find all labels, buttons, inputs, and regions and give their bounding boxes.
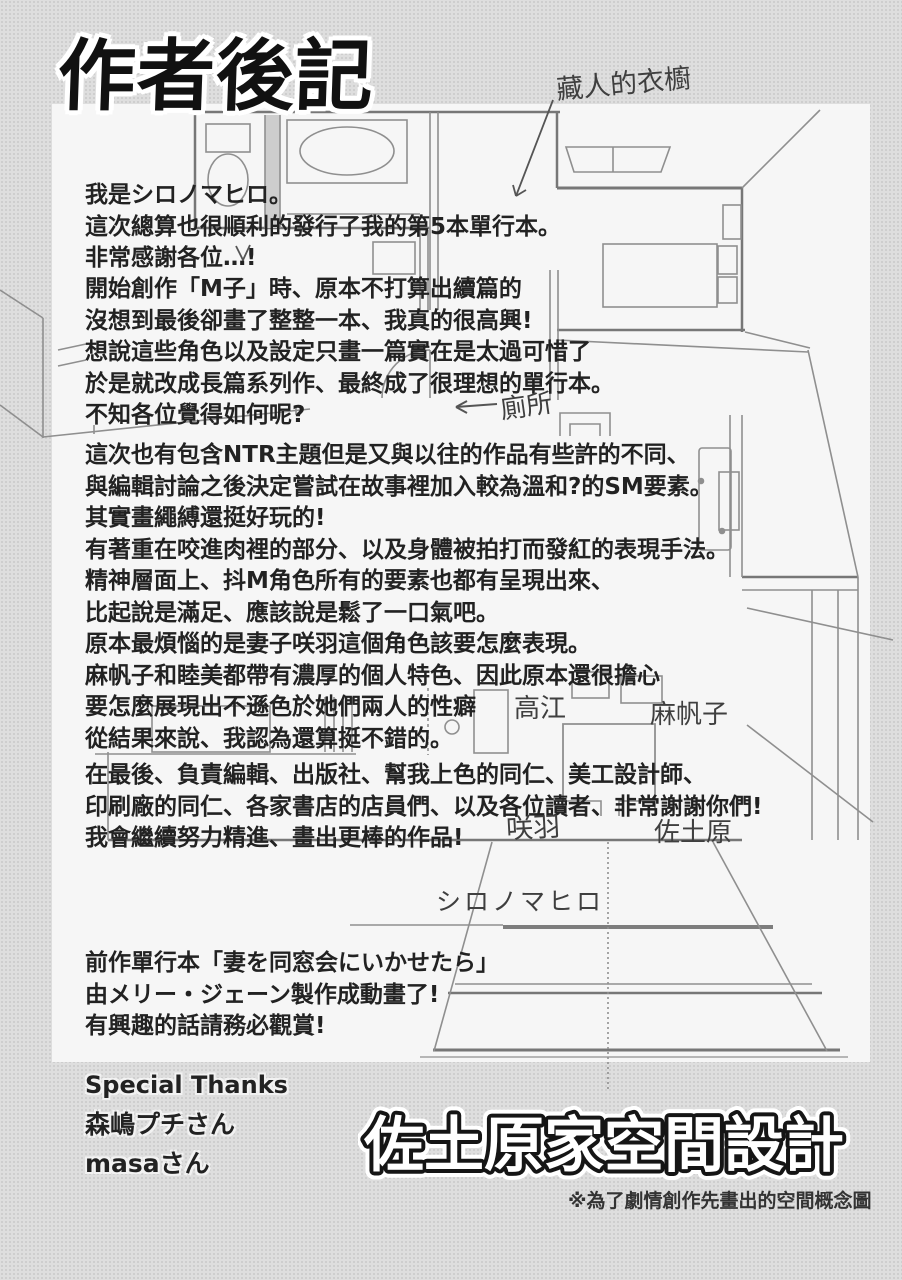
afterword-paragraph-5: 前作單行本「妻を同窓会にいかせたら」 由メリー・ジェーン製作成動畫了! 有興趣的… (85, 948, 499, 1043)
text-line: 與編輯討論之後決定嘗試在故事裡加入較為溫和?的SM要素。 (85, 473, 713, 500)
special-thanks-block: Special Thanks 森嶋プチさん masaさん (85, 1066, 288, 1183)
text-line: 有興趣的話請務必觀賞! (85, 1013, 326, 1039)
bed-icon (602, 204, 742, 308)
plan-title: 佐土原家空間設計 佐土原家空間設計 (358, 1103, 852, 1189)
text-line: 沒想到最後卻畫了整整一本、我真的很高興! (85, 307, 533, 334)
text-line: 這次也有包含NTR主題但是又與以往的作品有些許的不同、 (85, 442, 690, 468)
takae-label: 高江 (514, 694, 567, 724)
text-line: 由メリー・ジェーン製作成動畫了! (85, 981, 440, 1008)
closet-arrow-icon (512, 99, 554, 197)
afterword-paragraph-1: 我是シロノマヒロ。 這次總算也很順利的發行了我的第5本單行本。 非常感謝各位…! (85, 180, 561, 275)
text-line: 前作單行本「妻を同窓会にいかせたら」 (85, 950, 499, 976)
afterword-paragraph-3: 這次也有包含NTR主題但是又與以往的作品有些許的不同、 與編輯討論之後決定嘗試在… (85, 440, 729, 755)
plan-title-halo: 佐土原家空間設計 (363, 1111, 844, 1181)
text-line: 我是シロノマヒロ。 (85, 182, 292, 208)
toilet-icon (205, 123, 251, 207)
afterword-paragraph-4: 在最後、負責編輯、出版社、幫我上色的同仁、美工設計師、 印刷廠的同仁、各家書店的… (85, 760, 763, 855)
text-line: 開始創作「M子」時、原本不打算出續篇的 (85, 276, 522, 302)
sakuha-label: 咲羽 (505, 811, 561, 846)
plan-title-text: 佐土原家空間設計 (363, 1111, 844, 1181)
text-line: 我會繼續努力精進、畫出更棒的作品! (85, 825, 464, 851)
text-line: 有著重在咬進肉裡的部分、以及身體被拍打而發紅的表現手法。 (85, 536, 729, 563)
thanks-name: masaさん (85, 1149, 210, 1178)
text-line: 從結果來說、我認為還算挺不錯的。 (85, 725, 453, 752)
text-line: 比起說是滿足、應該說是鬆了一口氣吧。 (85, 599, 499, 626)
text-line: 印刷廠的同仁、各家書店的店員們、以及各位讀者、非常謝謝你們! (85, 793, 763, 820)
plan-note: ※為了劇情創作先畫出的空間概念圖 (568, 1190, 872, 1212)
page-title: 作者後記 (56, 32, 376, 122)
bathtub-icon (286, 119, 408, 184)
table-and-seats-icon (562, 671, 663, 816)
door-icon (444, 689, 509, 754)
toilet-label: 廁所 (498, 388, 555, 426)
text-line: 不知各位覺得如何呢? (85, 402, 306, 428)
text-line: 非常感謝各位…! (85, 245, 257, 271)
text-line: 在最後、負責編輯、出版社、幫我上色的同仁、美工設計師、 (85, 762, 706, 788)
text-line: 原本最煩惱的是妻子咲羽這個角色該要怎麼表現。 (85, 631, 591, 657)
mahoko-label: 麻帆子 (650, 700, 729, 730)
text-line: 這次總算也很順利的發行了我的第5本單行本。 (85, 213, 562, 240)
text-line: 精神層面上、抖M角色所有的要素也都有呈現出來、 (85, 568, 614, 594)
small-arrow-icon (235, 244, 251, 263)
sink-icon (372, 241, 416, 275)
closet-hatch (265, 115, 280, 228)
sadohara-label: 佐土原 (654, 818, 733, 848)
thanks-name: 森嶋プチさん (85, 1110, 236, 1139)
text-line: 要怎麼展現出不遜色於她們兩人的性癖 (85, 694, 476, 720)
text-line: 想說這些角色以及設定只畫一篇實在是太過可惜了 (85, 339, 591, 365)
fridge-icon (697, 447, 740, 551)
counter-icon (151, 705, 271, 753)
ceiling-light-icon (564, 146, 672, 173)
text-line: 麻帆子和睦美都帶有濃厚的個人特色、因此原本還很擔心 (85, 662, 660, 689)
text-line: 其實畫繩縛還挺好玩的! (85, 505, 326, 531)
toilet-arrow-icon (455, 400, 498, 414)
text-line: 於是就改成長篇系列作、最終成了很理想的單行本。 (85, 370, 614, 397)
author-label: シロノマヒロ (436, 887, 605, 916)
special-thanks-title: Special Thanks (85, 1071, 288, 1099)
floor-area (52, 104, 870, 1062)
afterword-paragraph-2: 開始創作「M子」時、原本不打算出續篇的 沒想到最後卻畫了整整一本、我真的很高興!… (85, 274, 614, 432)
